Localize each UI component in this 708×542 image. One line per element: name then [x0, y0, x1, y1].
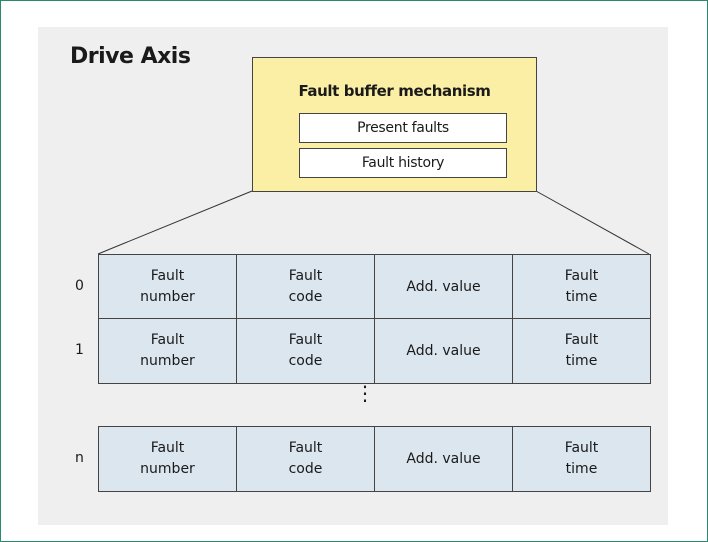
add-value-cell: Add. value [375, 427, 513, 491]
add-value-cell: Add. value [375, 319, 513, 383]
present-faults-box: Present faults [299, 113, 507, 143]
fault-number-cell: Fault number [99, 427, 237, 491]
right-connector-line [535, 190, 650, 255]
fault-buffer-mechanism-box: Fault buffer mechanism Present faults Fa… [252, 57, 537, 192]
fault-number-cell: Fault number [99, 255, 237, 319]
drive-axis-title: Drive Axis [70, 44, 191, 69]
row-index-0: 0 [75, 278, 84, 294]
row-index-1: 1 [75, 342, 84, 358]
fault-row-1: Fault number Fault code Add. value Fault… [98, 318, 651, 384]
fault-row-0: Fault number Fault code Add. value Fault… [98, 254, 651, 320]
ellipsis-vertical: ⋮ [355, 381, 375, 405]
fault-number-cell: Fault number [99, 319, 237, 383]
fault-time-cell: Fault time [564, 268, 599, 305]
fault-row-n: Fault number Fault code Add. value Fault… [98, 426, 651, 492]
left-connector-line [97, 190, 253, 255]
fault-code-cell: Fault code [237, 319, 375, 383]
row-index-n: n [75, 450, 84, 466]
fault-time-cell: Fault time [564, 332, 599, 369]
fault-buffer-title: Fault buffer mechanism [298, 82, 491, 100]
fault-history-box: Fault history [299, 148, 507, 178]
fault-time-cell: Fault time [564, 440, 599, 477]
fault-code-cell: Fault code [237, 427, 375, 491]
add-value-cell: Add. value [375, 255, 513, 319]
fault-code-cell: Fault code [237, 255, 375, 319]
